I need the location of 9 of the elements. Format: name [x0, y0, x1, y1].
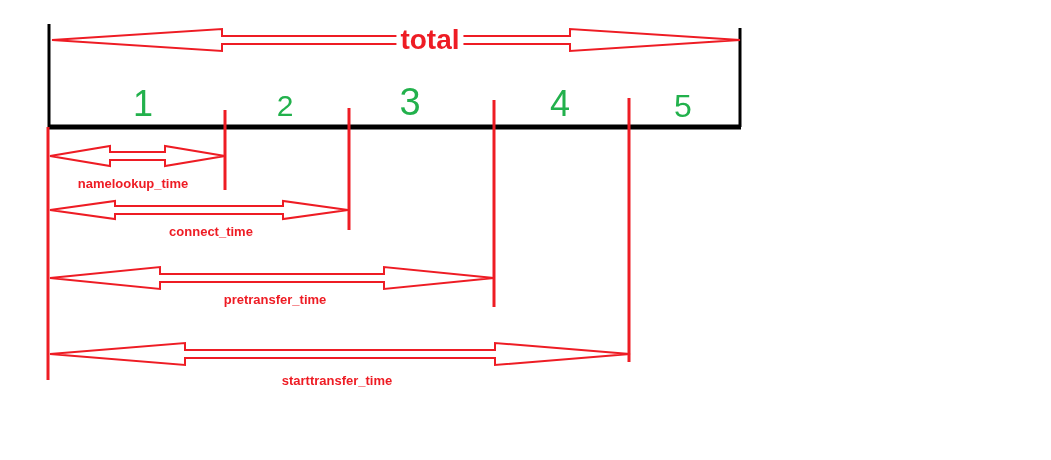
- segment-number: 3: [399, 83, 421, 121]
- segment-number: 5: [674, 90, 692, 122]
- dimension-label: connect_time: [169, 224, 253, 238]
- dimension-label: pretransfer_time: [223, 292, 327, 306]
- segment-number: 4: [550, 86, 570, 122]
- segment-number: 1: [133, 86, 153, 122]
- segment-number: 2: [276, 91, 294, 121]
- dimension-label: starttransfer_time: [281, 373, 393, 387]
- dimension-label: namelookup_time: [77, 176, 189, 190]
